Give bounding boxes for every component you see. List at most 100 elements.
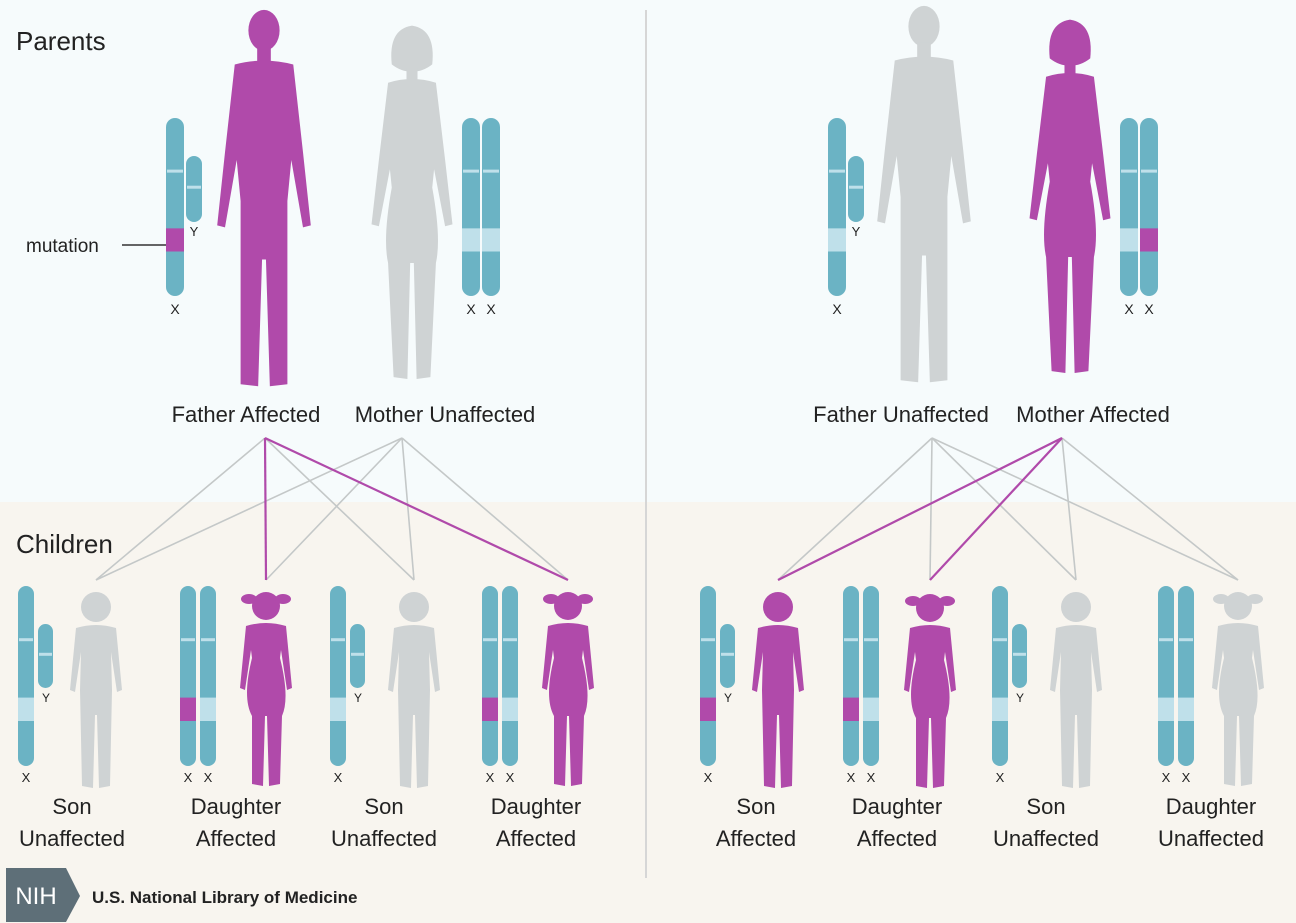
child-x-chromosome	[992, 586, 1008, 766]
normal-band	[1158, 698, 1174, 721]
child-relation-label: Daughter	[191, 794, 282, 819]
normal-band	[200, 698, 216, 721]
child-x-chromosome	[200, 586, 216, 766]
child-status-label: Affected	[196, 826, 276, 851]
normal-band	[18, 698, 34, 721]
child-x-chromosome	[482, 586, 498, 766]
child-relation-label: Daughter	[1166, 794, 1257, 819]
chromosome-letter: X	[170, 301, 180, 317]
father-x-chromosome	[828, 118, 846, 296]
father-x-chromosome	[166, 118, 184, 296]
chromosome-letter: X	[334, 770, 343, 785]
mutation-band	[166, 228, 184, 251]
chromosome-letter: X	[1182, 770, 1191, 785]
chromosome-letter: X	[704, 770, 713, 785]
mutation-band	[700, 698, 716, 721]
child-x-chromosome	[843, 586, 859, 766]
y-chromosome	[350, 624, 365, 688]
centromere-mark	[701, 638, 715, 641]
chromosome-letter: X	[22, 770, 31, 785]
mutation-band	[482, 698, 498, 721]
y-chromatid	[848, 156, 864, 222]
centromere-mark	[483, 638, 497, 641]
child-relation-label: Son	[1026, 794, 1065, 819]
x-chromatid	[330, 586, 346, 766]
centromere-mark	[1159, 638, 1173, 641]
centromere-mark	[1013, 653, 1026, 656]
child-relation-label: Son	[736, 794, 775, 819]
chromosome-letter: X	[466, 301, 476, 317]
normal-band	[1178, 698, 1194, 721]
x-chromatid	[482, 118, 500, 296]
normal-band	[462, 228, 480, 251]
mutation-band	[1140, 228, 1158, 251]
y-chromosome	[1012, 624, 1027, 688]
x-chromatid	[166, 118, 184, 296]
x-chromatid	[992, 586, 1008, 766]
x-chromatid	[502, 586, 518, 766]
child-relation-label: Son	[52, 794, 91, 819]
x-chromatid	[1120, 118, 1138, 296]
mutation-label: mutation	[26, 236, 99, 257]
y-chromatid	[186, 156, 202, 222]
child-x-chromosome	[18, 586, 34, 766]
centromere-mark	[864, 638, 878, 641]
organization-name: U.S. National Library of Medicine	[92, 888, 357, 907]
child-status-label: Unaffected	[993, 826, 1099, 851]
child-x-chromosome	[1178, 586, 1194, 766]
child-relation-label: Daughter	[491, 794, 582, 819]
normal-band	[992, 698, 1008, 721]
child-status-label: Unaffected	[331, 826, 437, 851]
centromere-mark	[19, 638, 33, 641]
y-chromatid	[720, 624, 735, 688]
mother-x-chromosome	[1120, 118, 1138, 296]
child-status-label: Unaffected	[1158, 826, 1264, 851]
y-chromatid	[1012, 624, 1027, 688]
child-relation-label: Daughter	[852, 794, 943, 819]
y-chromosome	[186, 156, 202, 222]
child-status-label: Affected	[716, 826, 796, 851]
chromosome-letter: Y	[852, 224, 861, 239]
y-chromatid	[38, 624, 53, 688]
x-chromatid	[482, 586, 498, 766]
chromosome-letter: X	[996, 770, 1005, 785]
chromosome-letter: Y	[42, 691, 50, 705]
x-chromatid	[828, 118, 846, 296]
x-chromatid	[1158, 586, 1174, 766]
chromosome-letter: Y	[354, 691, 362, 705]
centromere-mark	[167, 170, 183, 173]
centromere-mark	[849, 186, 863, 189]
centromere-mark	[463, 170, 479, 173]
child-relation-label: Son	[364, 794, 403, 819]
x-chromatid	[863, 586, 879, 766]
normal-band	[1120, 228, 1138, 251]
chromosome-letter: X	[1162, 770, 1171, 785]
mother-status-label: Mother Affected	[1016, 402, 1170, 427]
mother-status-label: Mother Unaffected	[355, 402, 536, 427]
mother-x-chromosome	[482, 118, 500, 296]
mutation-band	[180, 698, 196, 721]
centromere-mark	[829, 170, 845, 173]
mother-x-chromosome	[1140, 118, 1158, 296]
x-chromatid	[18, 586, 34, 766]
child-x-chromosome	[330, 586, 346, 766]
y-chromosome	[848, 156, 864, 222]
centromere-mark	[331, 638, 345, 641]
chromosome-letter: X	[184, 770, 193, 785]
child-x-chromosome	[180, 586, 196, 766]
chromosome-letter: X	[1124, 301, 1134, 317]
mother-x-chromosome	[462, 118, 480, 296]
x-chromatid	[200, 586, 216, 766]
chromosome-letter: Y	[724, 691, 732, 705]
child-x-chromosome	[700, 586, 716, 766]
chromosome-letter: X	[1144, 301, 1154, 317]
chromosome-letter: X	[847, 770, 856, 785]
parents-heading: Parents	[16, 26, 106, 56]
x-chromatid	[843, 586, 859, 766]
x-chromatid	[1178, 586, 1194, 766]
child-x-chromosome	[1158, 586, 1174, 766]
chromosome-letter: X	[832, 301, 842, 317]
